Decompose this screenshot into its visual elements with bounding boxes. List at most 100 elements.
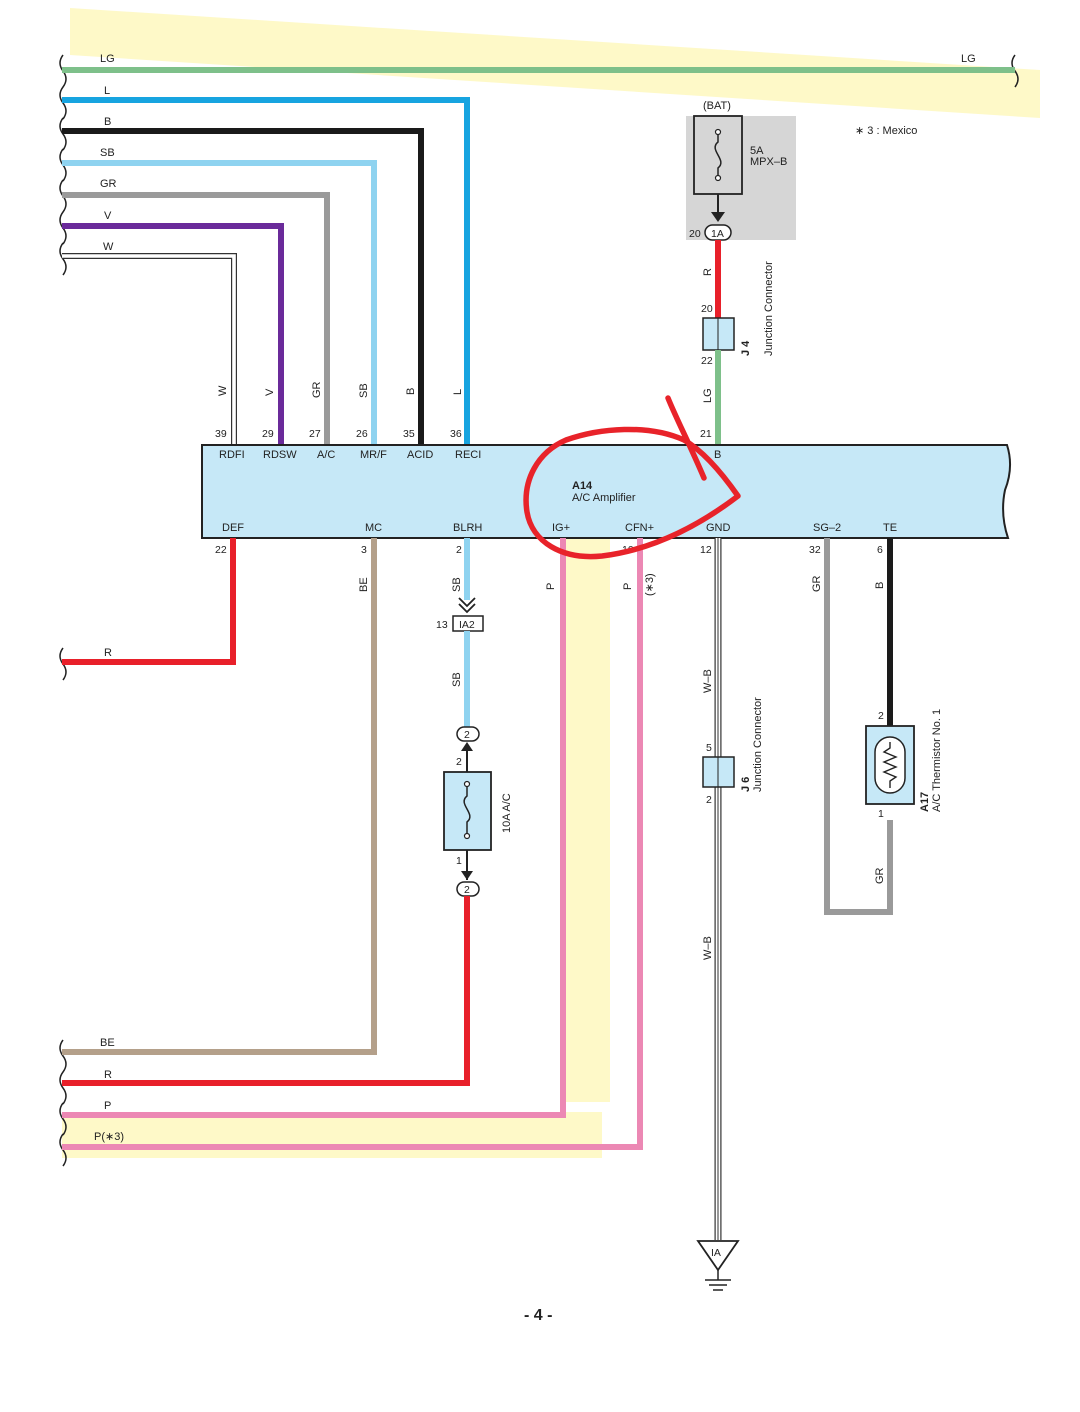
- ground-icon: [705, 1270, 731, 1291]
- vlabel-p-ig: P: [545, 583, 557, 590]
- terminal-cfn: CFN+: [625, 522, 654, 534]
- a14-id: A14: [572, 480, 593, 492]
- vlabel-be: BE: [358, 577, 370, 592]
- vlabel-w: W: [217, 385, 229, 396]
- wire-gr-sg2: [824, 538, 893, 915]
- wire-p-ig: [62, 538, 566, 1118]
- terminal-reci: RECI: [455, 449, 481, 461]
- wire-label-be: BE: [100, 1037, 115, 1049]
- svg-text:27: 27: [309, 428, 321, 440]
- fuse-arrow-bottom: [461, 871, 473, 880]
- svg-text:3: 3: [361, 544, 367, 556]
- terminal-mc: MC: [365, 522, 382, 534]
- svg-text:39: 39: [215, 428, 227, 440]
- wire-label-lg-left: LG: [100, 53, 115, 65]
- fuse-connector-top-label: 2: [464, 729, 470, 741]
- left-break-marks: [59, 54, 1019, 1167]
- wire-r-def: [62, 538, 236, 665]
- fuse-pin-top: 2: [456, 756, 462, 768]
- terminal-rdsw: RDSW: [263, 449, 297, 461]
- wire-v: [62, 223, 284, 445]
- vlabel-sb-blrh: SB: [451, 577, 463, 592]
- wire-b: [62, 128, 424, 445]
- fuse-pin-bottom: 1: [456, 855, 462, 867]
- svg-text:32: 32: [809, 544, 821, 556]
- a14-amplifier: [201, 444, 1011, 539]
- svg-text:22: 22: [215, 544, 227, 556]
- svg-text:6: 6: [877, 544, 883, 556]
- fuse-connector-top: [456, 726, 480, 742]
- fuse-10a-label: 10A A/C: [501, 793, 513, 833]
- ground-triangle: [696, 1240, 740, 1272]
- terminal-sg2: SG–2: [813, 522, 841, 534]
- vlabel-p-cfn: P: [622, 583, 634, 590]
- ground-label: IA: [711, 1247, 721, 1259]
- vertical-wire-labels-top: W V GR SB B L LG: [217, 381, 714, 403]
- wire-label-l: L: [104, 85, 110, 97]
- svg-text:29: 29: [262, 428, 274, 440]
- vlabel-gr-a17: GR: [874, 867, 886, 884]
- highlight-bottom: [62, 1112, 602, 1158]
- wire-label-p: P: [104, 1100, 111, 1112]
- note-mexico: ∗ 3 : Mexico: [855, 125, 917, 137]
- svg-text:21: 21: [700, 428, 712, 440]
- j4-pin-top: 20: [701, 303, 713, 315]
- j4-id: J 4: [740, 340, 752, 356]
- bat-fuse-name: MPX–B: [750, 156, 787, 168]
- bat-fuse-rating: 5A: [750, 145, 764, 157]
- connector-arrow: [711, 212, 725, 222]
- terminal-rdfi: RDFI: [219, 449, 245, 461]
- annotation-red-circle: [523, 395, 741, 560]
- wire-p-cfn: [62, 538, 643, 1150]
- svg-text:2: 2: [456, 544, 462, 556]
- wire-label-r-def: R: [104, 647, 112, 659]
- terminal-mrf: MR/F: [360, 449, 387, 461]
- wire-r-fuse: [62, 896, 470, 1086]
- highlight-top: [70, 8, 1040, 118]
- vlabel-lg: LG: [702, 388, 714, 403]
- vlabel-w-b-upper: W–B: [702, 669, 714, 693]
- vlabel-l: L: [452, 389, 464, 395]
- wire-label-r-fuse: R: [104, 1069, 112, 1081]
- fuse-arrow-top: [461, 742, 473, 751]
- wire-label-w: W: [103, 241, 114, 253]
- wire-gr: [62, 192, 330, 445]
- vlabel-gr-sg2: GR: [811, 575, 823, 592]
- j6-pin-top: 5: [706, 742, 712, 754]
- connector-1a-pin: 20: [689, 228, 701, 240]
- terminal-acid: ACID: [407, 449, 433, 461]
- j4-name: Junction Connector: [763, 261, 775, 356]
- terminal-te: TE: [883, 522, 897, 534]
- vlabel-sb: SB: [358, 383, 370, 398]
- amplifier-top-pin-numbers: 39 29 27 26 35 36 21: [215, 428, 712, 440]
- fuse-connector-bottom-label: 2: [464, 884, 470, 896]
- connector-1a-label: 1A: [711, 228, 724, 240]
- vlabel-r-bat: R: [702, 268, 714, 276]
- wire-be: [62, 538, 377, 1055]
- terminal-blrh: BLRH: [453, 522, 482, 534]
- j6-id: J 6: [740, 777, 752, 792]
- svg-text:12: 12: [700, 544, 712, 556]
- vlabel-w-b-lower: W–B: [702, 936, 714, 960]
- terminal-gnd: GND: [706, 522, 731, 534]
- wire-sb: [62, 160, 377, 445]
- vlabel-gr: GR: [311, 381, 323, 398]
- fuse-10a-symbol: [463, 784, 471, 836]
- amplifier-bottom-terminals: DEF MC BLRH IG+ CFN+ GND SG–2 TE: [222, 522, 897, 534]
- fuse-symbol: [714, 132, 722, 178]
- terminal-def: DEF: [222, 522, 244, 534]
- vlabel-sb-ia2: SB: [451, 672, 463, 687]
- a17-pin-top: 2: [878, 710, 884, 722]
- j6-name: Junction Connector: [752, 697, 764, 792]
- svg-text:36: 36: [450, 428, 462, 440]
- wire-label-b: B: [104, 116, 111, 128]
- bat-label: (BAT): [703, 100, 731, 112]
- a14-name: A/C Amplifier: [572, 492, 636, 504]
- wire-label-p3: P(∗3): [94, 1131, 124, 1143]
- wire-l: [62, 97, 470, 445]
- page-number: - 4 -: [524, 1307, 552, 1324]
- a17-pin-bottom: 1: [878, 808, 884, 820]
- highlight-ig-column: [560, 522, 610, 1102]
- svg-text:26: 26: [356, 428, 368, 440]
